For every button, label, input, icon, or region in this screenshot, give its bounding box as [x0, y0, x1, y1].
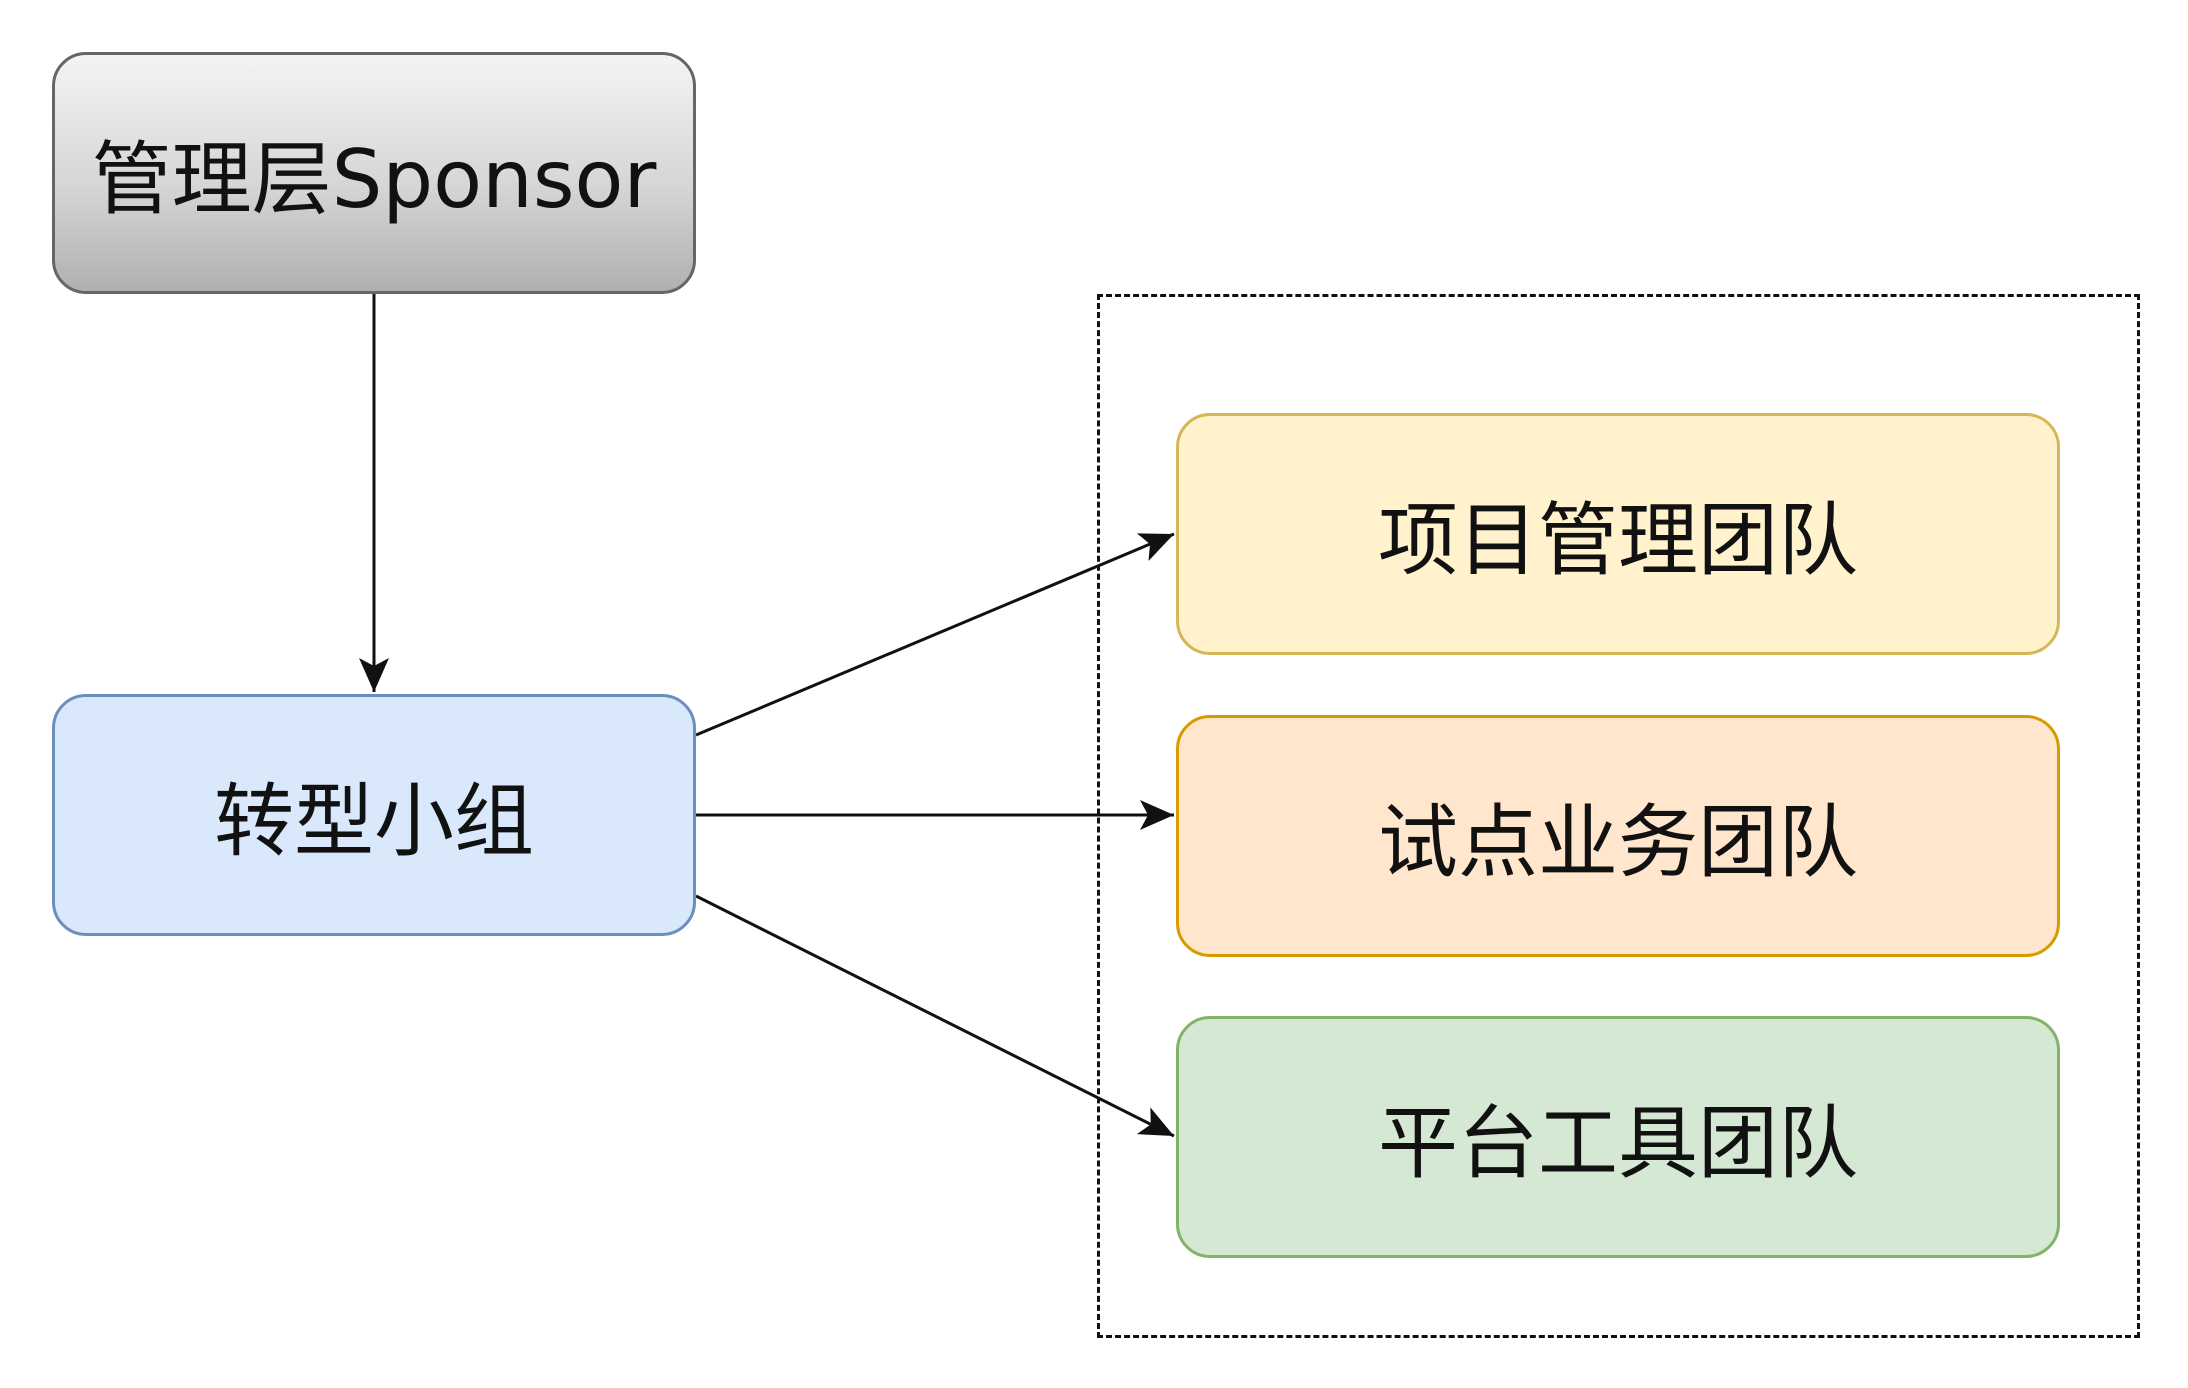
- platform-tools-team-label: 平台工具团队: [1378, 1097, 1858, 1190]
- transform-team-node: 转型小组: [52, 694, 696, 936]
- transform-team-label: 转型小组: [214, 775, 534, 868]
- pilot-business-team-node: 试点业务团队: [1176, 715, 2060, 957]
- platform-tools-team-node: 平台工具团队: [1176, 1016, 2060, 1258]
- sponsor-node: 管理层Sponsor: [52, 52, 696, 294]
- sponsor-label: 管理层Sponsor: [91, 133, 657, 226]
- edge-transform-to-project-mgmt: [695, 532, 1175, 737]
- project-mgmt-team-label: 项目管理团队: [1378, 494, 1858, 587]
- edge-transform-to-platform: [695, 894, 1175, 1138]
- project-mgmt-team-node: 项目管理团队: [1176, 413, 2060, 655]
- pilot-business-team-label: 试点业务团队: [1378, 796, 1858, 889]
